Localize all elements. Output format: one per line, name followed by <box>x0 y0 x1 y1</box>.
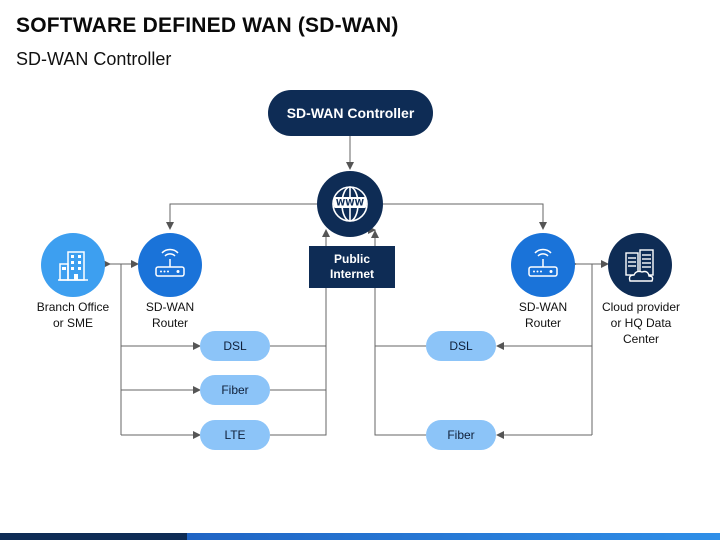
internet-to-right-router-arrow <box>382 203 547 230</box>
right-dsl-link: DSL <box>426 331 496 361</box>
left-lte-to-trunk <box>270 346 327 436</box>
sdwan-controller: SD-WAN Controller <box>268 90 433 136</box>
right-trunk-arrowhead <box>371 230 379 238</box>
page-subtitle: SD-WAN Controller <box>16 49 172 69</box>
left-dsl-link: DSL <box>200 331 270 361</box>
right-router-node <box>511 233 575 297</box>
left-fiber-link: Fiber <box>200 375 270 405</box>
router-icon <box>528 248 558 277</box>
internet-globe: WWW <box>317 171 383 237</box>
page-title: SOFTWARE DEFINED WAN (SD-WAN) <box>16 14 399 37</box>
data-center-icon <box>625 249 654 282</box>
branch-office-label: Branch Office or SME <box>36 300 110 330</box>
branch-office-node <box>41 233 105 297</box>
left-lte-link: LTE <box>200 420 270 450</box>
right-fiber-link: Fiber <box>426 420 496 450</box>
left-router-label: SD-WAN Router <box>145 300 195 330</box>
public-internet-box: Public Internet <box>309 246 395 288</box>
right-router-label: SD-WAN Router <box>518 300 568 330</box>
public-internet-line2: Internet <box>329 267 374 281</box>
left-router-node <box>138 233 202 297</box>
www-globe-icon: WWW <box>332 186 368 222</box>
footer-accent-bar <box>0 533 720 540</box>
internet-to-left-router-arrow <box>166 203 318 230</box>
public-internet-line1: Public <box>333 252 370 266</box>
building-icon <box>58 251 88 281</box>
cloud-datacenter-label: Cloud provider or HQ Data Center <box>601 300 681 346</box>
cloud-datacenter-node <box>608 233 672 297</box>
right-internet-trunk <box>374 230 426 436</box>
svg-text:WWW: WWW <box>336 199 365 209</box>
router-icon <box>155 248 185 277</box>
